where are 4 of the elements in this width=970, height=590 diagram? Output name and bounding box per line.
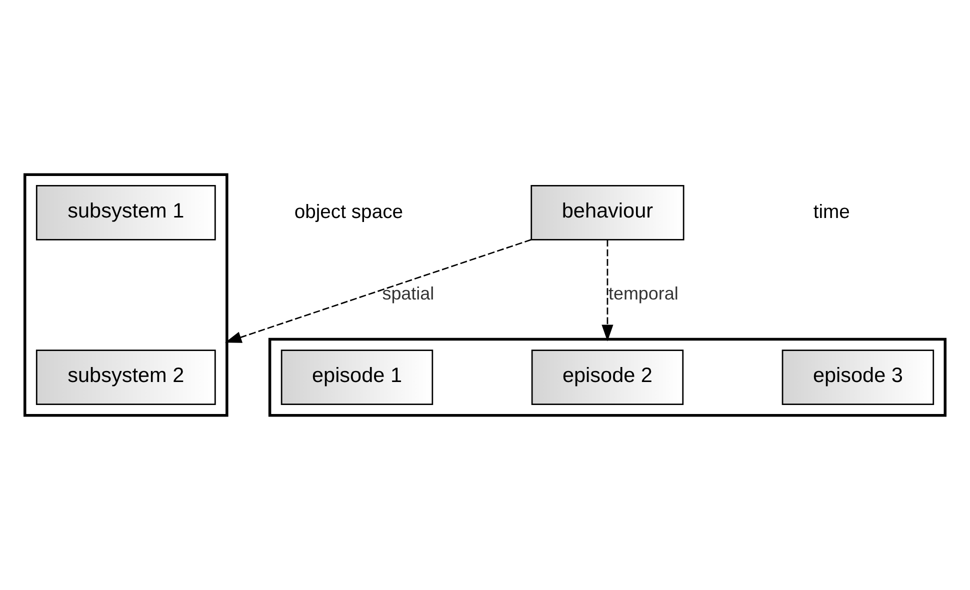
edge-label: spatial: [382, 284, 434, 304]
edge-label: temporal: [608, 284, 678, 304]
label: object space: [294, 200, 404, 223]
label: time: [813, 200, 850, 223]
